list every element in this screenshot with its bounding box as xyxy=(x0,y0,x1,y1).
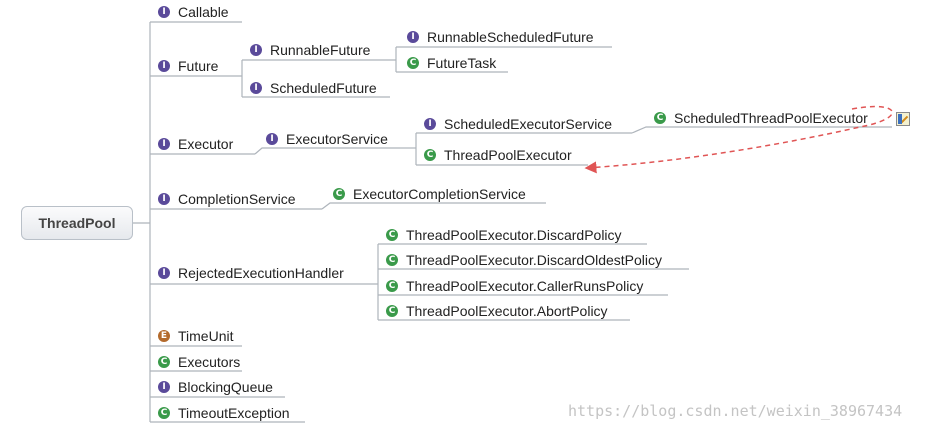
node-scheduled-thread-pool-executor[interactable]: C ScheduledThreadPoolExecutor xyxy=(654,108,868,128)
node-label: ThreadPoolExecutor.AbortPolicy xyxy=(406,303,608,319)
node-blocking-queue[interactable]: I BlockingQueue xyxy=(158,377,273,397)
node-label: TimeoutException xyxy=(178,405,290,421)
node-label: RunnableFuture xyxy=(270,42,371,58)
node-scheduled-executor-service[interactable]: I ScheduledExecutorService xyxy=(424,114,612,134)
node-completion-service[interactable]: I CompletionService xyxy=(158,189,296,209)
node-executors[interactable]: C Executors xyxy=(158,352,240,372)
node-label: Callable xyxy=(178,4,229,20)
node-timeout-exception[interactable]: C TimeoutException xyxy=(158,403,290,423)
node-label: ThreadPoolExecutor xyxy=(444,147,572,163)
node-time-unit[interactable]: E TimeUnit xyxy=(158,326,234,346)
class-icon: C xyxy=(386,229,398,241)
node-runnable-future[interactable]: I RunnableFuture xyxy=(250,40,370,60)
class-icon: C xyxy=(386,280,398,292)
node-executor-service[interactable]: I ExecutorService xyxy=(266,129,388,149)
note-edit-icon[interactable] xyxy=(896,112,910,126)
node-label: BlockingQueue xyxy=(178,379,273,395)
class-icon: C xyxy=(158,356,170,368)
interface-icon: I xyxy=(407,31,419,43)
interface-icon: I xyxy=(424,118,436,130)
node-label: FutureTask xyxy=(427,55,497,71)
node-label: ThreadPoolExecutor.DiscardOldestPolicy xyxy=(406,252,663,268)
node-label: Executor xyxy=(178,136,234,152)
node-future-task[interactable]: C FutureTask xyxy=(407,53,496,73)
class-icon: C xyxy=(654,112,666,124)
node-callable[interactable]: I Callable xyxy=(158,2,229,22)
interface-icon: I xyxy=(158,138,170,150)
node-scheduled-future[interactable]: I ScheduledFuture xyxy=(250,78,377,98)
node-label: ExecutorService xyxy=(286,131,388,147)
node-caller-runs-policy[interactable]: C ThreadPoolExecutor.CallerRunsPolicy xyxy=(386,276,643,296)
interface-icon: I xyxy=(158,193,170,205)
interface-icon: I xyxy=(266,133,278,145)
interface-icon: I xyxy=(158,381,170,393)
node-label: ExecutorCompletionService xyxy=(353,186,526,202)
node-executor-completion-service[interactable]: C ExecutorCompletionService xyxy=(333,184,526,204)
inheritance-arrow xyxy=(584,105,893,174)
class-icon: C xyxy=(424,149,436,161)
node-label: Executors xyxy=(178,354,241,370)
interface-icon: I xyxy=(158,267,170,279)
node-future[interactable]: I Future xyxy=(158,56,218,76)
root-node-threadpool[interactable]: ThreadPool xyxy=(21,206,133,240)
interface-icon: I xyxy=(158,60,170,72)
interface-icon: I xyxy=(158,6,170,18)
node-label: CompletionService xyxy=(178,191,296,207)
node-label: ScheduledThreadPoolExecutor xyxy=(674,110,868,126)
class-icon: C xyxy=(386,305,398,317)
node-label: ScheduledFuture xyxy=(270,80,377,96)
class-icon: C xyxy=(333,188,345,200)
node-discard-policy[interactable]: C ThreadPoolExecutor.DiscardPolicy xyxy=(386,225,622,245)
node-executor[interactable]: I Executor xyxy=(158,134,233,154)
watermark-text: https://blog.csdn.net/weixin_38967434 xyxy=(568,402,903,420)
class-icon: C xyxy=(158,407,170,419)
node-abort-policy[interactable]: C ThreadPoolExecutor.AbortPolicy xyxy=(386,301,608,321)
node-label: RejectedExecutionHandler xyxy=(178,265,344,281)
node-label: ThreadPoolExecutor.DiscardPolicy xyxy=(406,227,622,243)
interface-icon: I xyxy=(250,44,262,56)
node-rejected-execution-handler[interactable]: I RejectedExecutionHandler xyxy=(158,263,344,283)
node-label: ScheduledExecutorService xyxy=(444,116,613,132)
node-label: Future xyxy=(178,58,219,74)
node-runnable-scheduled-future[interactable]: I RunnableScheduledFuture xyxy=(407,27,594,47)
node-label: RunnableScheduledFuture xyxy=(427,29,594,45)
class-icon: C xyxy=(386,254,398,266)
node-thread-pool-executor[interactable]: C ThreadPoolExecutor xyxy=(424,145,572,165)
node-label: ThreadPoolExecutor.CallerRunsPolicy xyxy=(406,278,644,294)
class-icon: C xyxy=(407,57,419,69)
interface-icon: I xyxy=(250,82,262,94)
node-label: TimeUnit xyxy=(178,328,234,344)
enum-icon: E xyxy=(158,330,170,342)
node-discard-oldest-policy[interactable]: C ThreadPoolExecutor.DiscardOldestPolicy xyxy=(386,250,662,270)
